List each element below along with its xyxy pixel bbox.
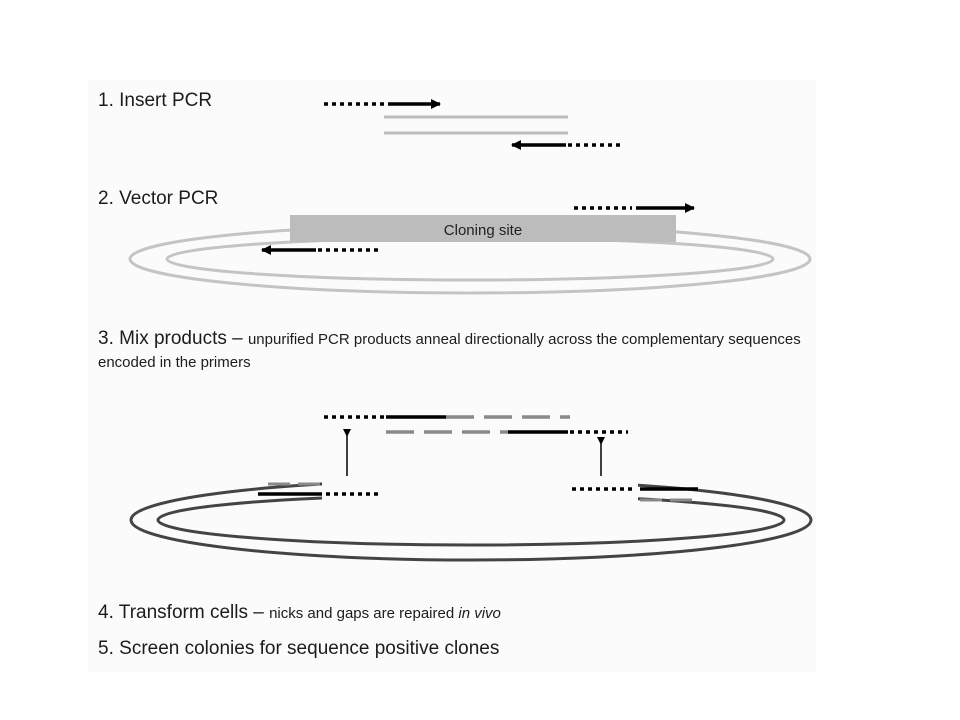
- step-2-title: Vector PCR: [119, 188, 219, 209]
- step-1-title: Insert PCR: [119, 90, 213, 111]
- step-1-label: 1. Insert PCR: [98, 90, 212, 112]
- cloning-site-box: [290, 215, 676, 242]
- step-3-separator: –: [226, 328, 248, 349]
- annealed-products-diagram: [129, 415, 813, 562]
- step-4-title: Transform cells: [118, 602, 248, 623]
- vector-inner-strand: [165, 236, 775, 282]
- step-2-label: 2. Vector PCR: [98, 188, 218, 210]
- step-3-title: Mix products: [119, 328, 227, 349]
- vector-gap: [322, 476, 638, 506]
- insert-pcr-diagram: [324, 99, 624, 150]
- step-4-emphasis: in vivo: [458, 605, 501, 622]
- step-4-separator: –: [247, 602, 270, 623]
- step-5-title: Screen colonies for sequence positive cl…: [119, 638, 500, 659]
- step-4-label: 4. Transform cells – nicks and gaps are …: [98, 602, 501, 625]
- step-5-number: 5.: [98, 638, 114, 659]
- cloning-site-label: Cloning site: [444, 222, 522, 239]
- step-1-number: 1.: [98, 90, 114, 111]
- step-5-label: 5. Screen colonies for sequence positive…: [98, 638, 499, 660]
- vector-pcr-diagram: Cloning site: [128, 203, 812, 295]
- step-3-description: unpurified PCR products anneal direction…: [98, 331, 801, 371]
- figure-panel: [88, 80, 816, 672]
- step-3-number: 3.: [98, 328, 114, 349]
- step-2-number: 2.: [98, 188, 114, 209]
- step-4-description: nicks and gaps are repaired: [269, 605, 459, 622]
- step-4-number: 4.: [98, 602, 114, 623]
- step-3-label: 3. Mix products – unpurified PCR product…: [98, 328, 818, 374]
